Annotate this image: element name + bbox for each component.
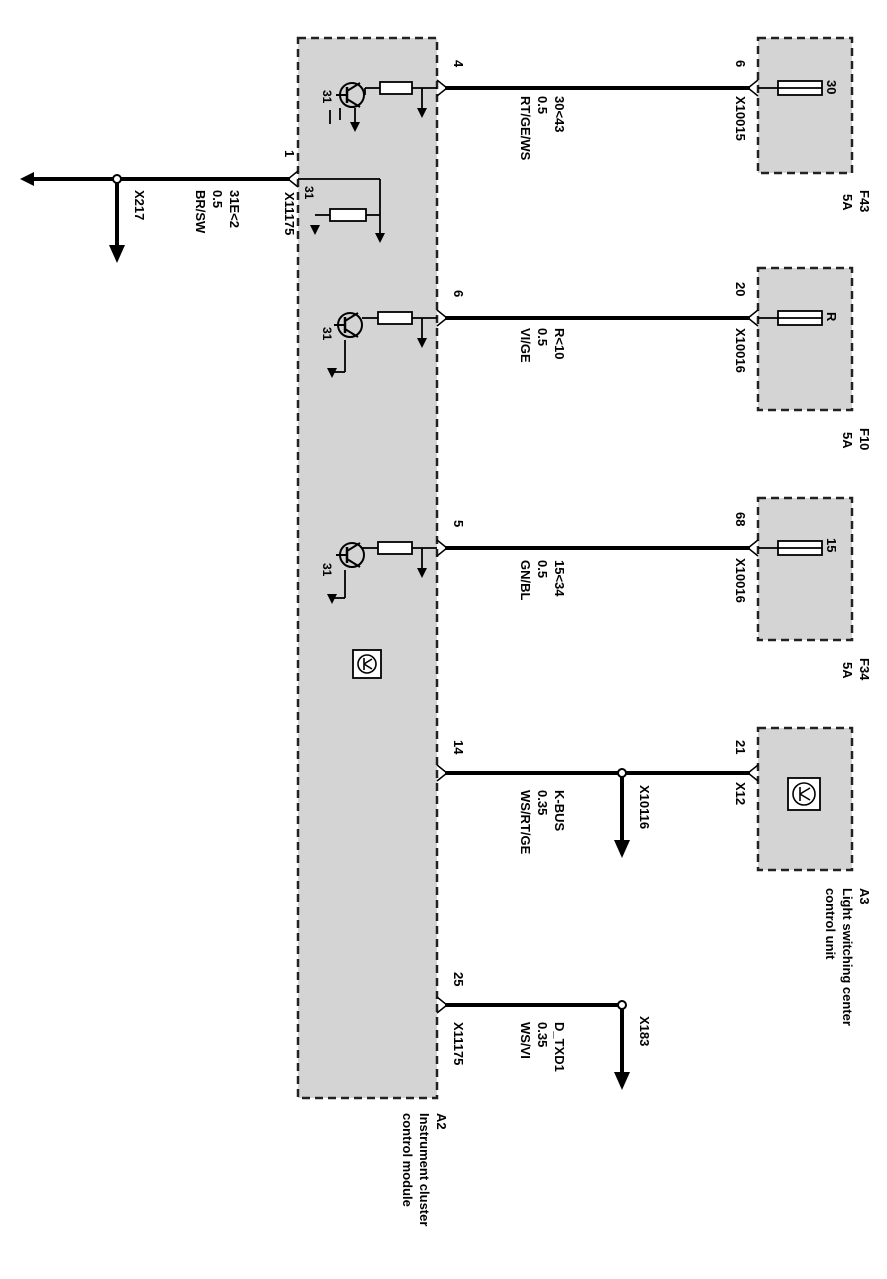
a2-module-box bbox=[296, 36, 439, 1100]
fuse-terminal: 30 bbox=[824, 80, 839, 94]
wire-signal: R<10 bbox=[552, 328, 567, 359]
wire-color: WS/VI bbox=[518, 1022, 533, 1059]
a2-gnd-label: 31 bbox=[320, 90, 334, 104]
wire-color: VI/GE bbox=[518, 328, 533, 363]
wire-gauge: 0.5 bbox=[535, 328, 550, 346]
wire-gauge: 0.35 bbox=[535, 790, 550, 815]
fuse-pin: 6 bbox=[733, 60, 748, 67]
fuse-element-f10 bbox=[758, 310, 823, 326]
a2-pin-4: 4 bbox=[451, 60, 466, 68]
a2-pin-25: 25 bbox=[451, 972, 466, 986]
splice-dot-ground bbox=[112, 174, 122, 184]
a3-name-line2: control unit bbox=[823, 888, 838, 960]
a3-connector: X12 bbox=[733, 782, 748, 805]
wire-color: WS/RT/GE bbox=[518, 790, 533, 855]
wire-signal: 15<34 bbox=[552, 560, 567, 597]
a2-driver-2 bbox=[332, 311, 437, 373]
wire-gauge: 0.5 bbox=[210, 190, 225, 208]
fuse-box-f43 bbox=[756, 36, 854, 175]
a2-name-line2: control module bbox=[400, 1113, 415, 1207]
splice-dot-diag bbox=[617, 1000, 627, 1010]
fuse-box-f34 bbox=[756, 496, 854, 642]
fuse-pin: 20 bbox=[733, 282, 748, 296]
fuse-name: F10 bbox=[857, 428, 872, 450]
fuse-terminal: 15 bbox=[824, 538, 839, 552]
splice-connector: X10116 bbox=[637, 785, 652, 829]
control-unit-icon bbox=[787, 777, 821, 811]
wire-color: GN/BL bbox=[518, 560, 533, 601]
branch-arrow-kbus bbox=[614, 840, 630, 858]
a2-pin-1: 1 bbox=[282, 150, 297, 157]
a2-pin-6: 6 bbox=[451, 290, 466, 297]
a3-pin: 21 bbox=[733, 740, 748, 754]
fuse-pin: 68 bbox=[733, 512, 748, 526]
a2-gnd-label: 31 bbox=[302, 186, 316, 200]
fuse-connector: X10015 bbox=[733, 96, 748, 141]
a2-gnd-label: 31 bbox=[320, 563, 334, 577]
splice-connector: X183 bbox=[637, 1016, 652, 1046]
fuse-box-f10 bbox=[756, 266, 854, 412]
fuse-connector: X10016 bbox=[733, 558, 748, 603]
wire-signal: 30<43 bbox=[552, 96, 567, 133]
fuse-terminal: R bbox=[824, 312, 839, 322]
a2-name-line1: Instrument cluster bbox=[417, 1113, 432, 1226]
a2-designation: A2 bbox=[434, 1113, 449, 1130]
ground-terminal bbox=[20, 172, 34, 186]
splice-dot-kbus bbox=[617, 768, 627, 778]
fuse-connector: X10016 bbox=[733, 328, 748, 373]
wire-signal: 31E<2 bbox=[227, 190, 242, 228]
a2-ground-connector: X11175 bbox=[282, 192, 297, 235]
wire-color: RT/GE/WS bbox=[518, 96, 533, 161]
fuse-name: F34 bbox=[857, 658, 872, 681]
wire-color: BR/SW bbox=[193, 190, 208, 234]
a2-driver-ground bbox=[298, 178, 381, 235]
wire-gauge: 0.5 bbox=[535, 96, 550, 114]
fuse-element-f34 bbox=[758, 540, 823, 556]
a2-driver-3 bbox=[332, 541, 437, 599]
a3-designation: A3 bbox=[857, 888, 872, 905]
branch-arrow-ground bbox=[109, 245, 125, 263]
a2-connector: X11175 bbox=[451, 1022, 466, 1065]
wire-signal: K-BUS bbox=[552, 790, 567, 831]
a2-driver-1 bbox=[329, 81, 437, 124]
a2-gnd-label: 31 bbox=[320, 327, 334, 341]
ground-splice: X217 bbox=[132, 190, 147, 220]
branch-arrow-diag bbox=[614, 1072, 630, 1090]
wire-gauge: 0.35 bbox=[535, 1022, 550, 1047]
fuse-rating: 5A bbox=[840, 432, 855, 449]
wire-gauge: 0.5 bbox=[535, 560, 550, 578]
control-unit-icon bbox=[352, 649, 382, 679]
a3-name-line1: Light switching center bbox=[840, 888, 855, 1026]
fuse-rating: 5A bbox=[840, 194, 855, 211]
a2-pin-5: 5 bbox=[451, 520, 466, 527]
wire-signal: D_TXD1 bbox=[552, 1022, 567, 1072]
a2-pin-14: 14 bbox=[451, 740, 466, 755]
fuse-rating: 5A bbox=[840, 662, 855, 679]
wires bbox=[30, 86, 750, 1007]
fuse-name: F43 bbox=[857, 190, 872, 212]
fuse-element-f43 bbox=[758, 80, 823, 96]
